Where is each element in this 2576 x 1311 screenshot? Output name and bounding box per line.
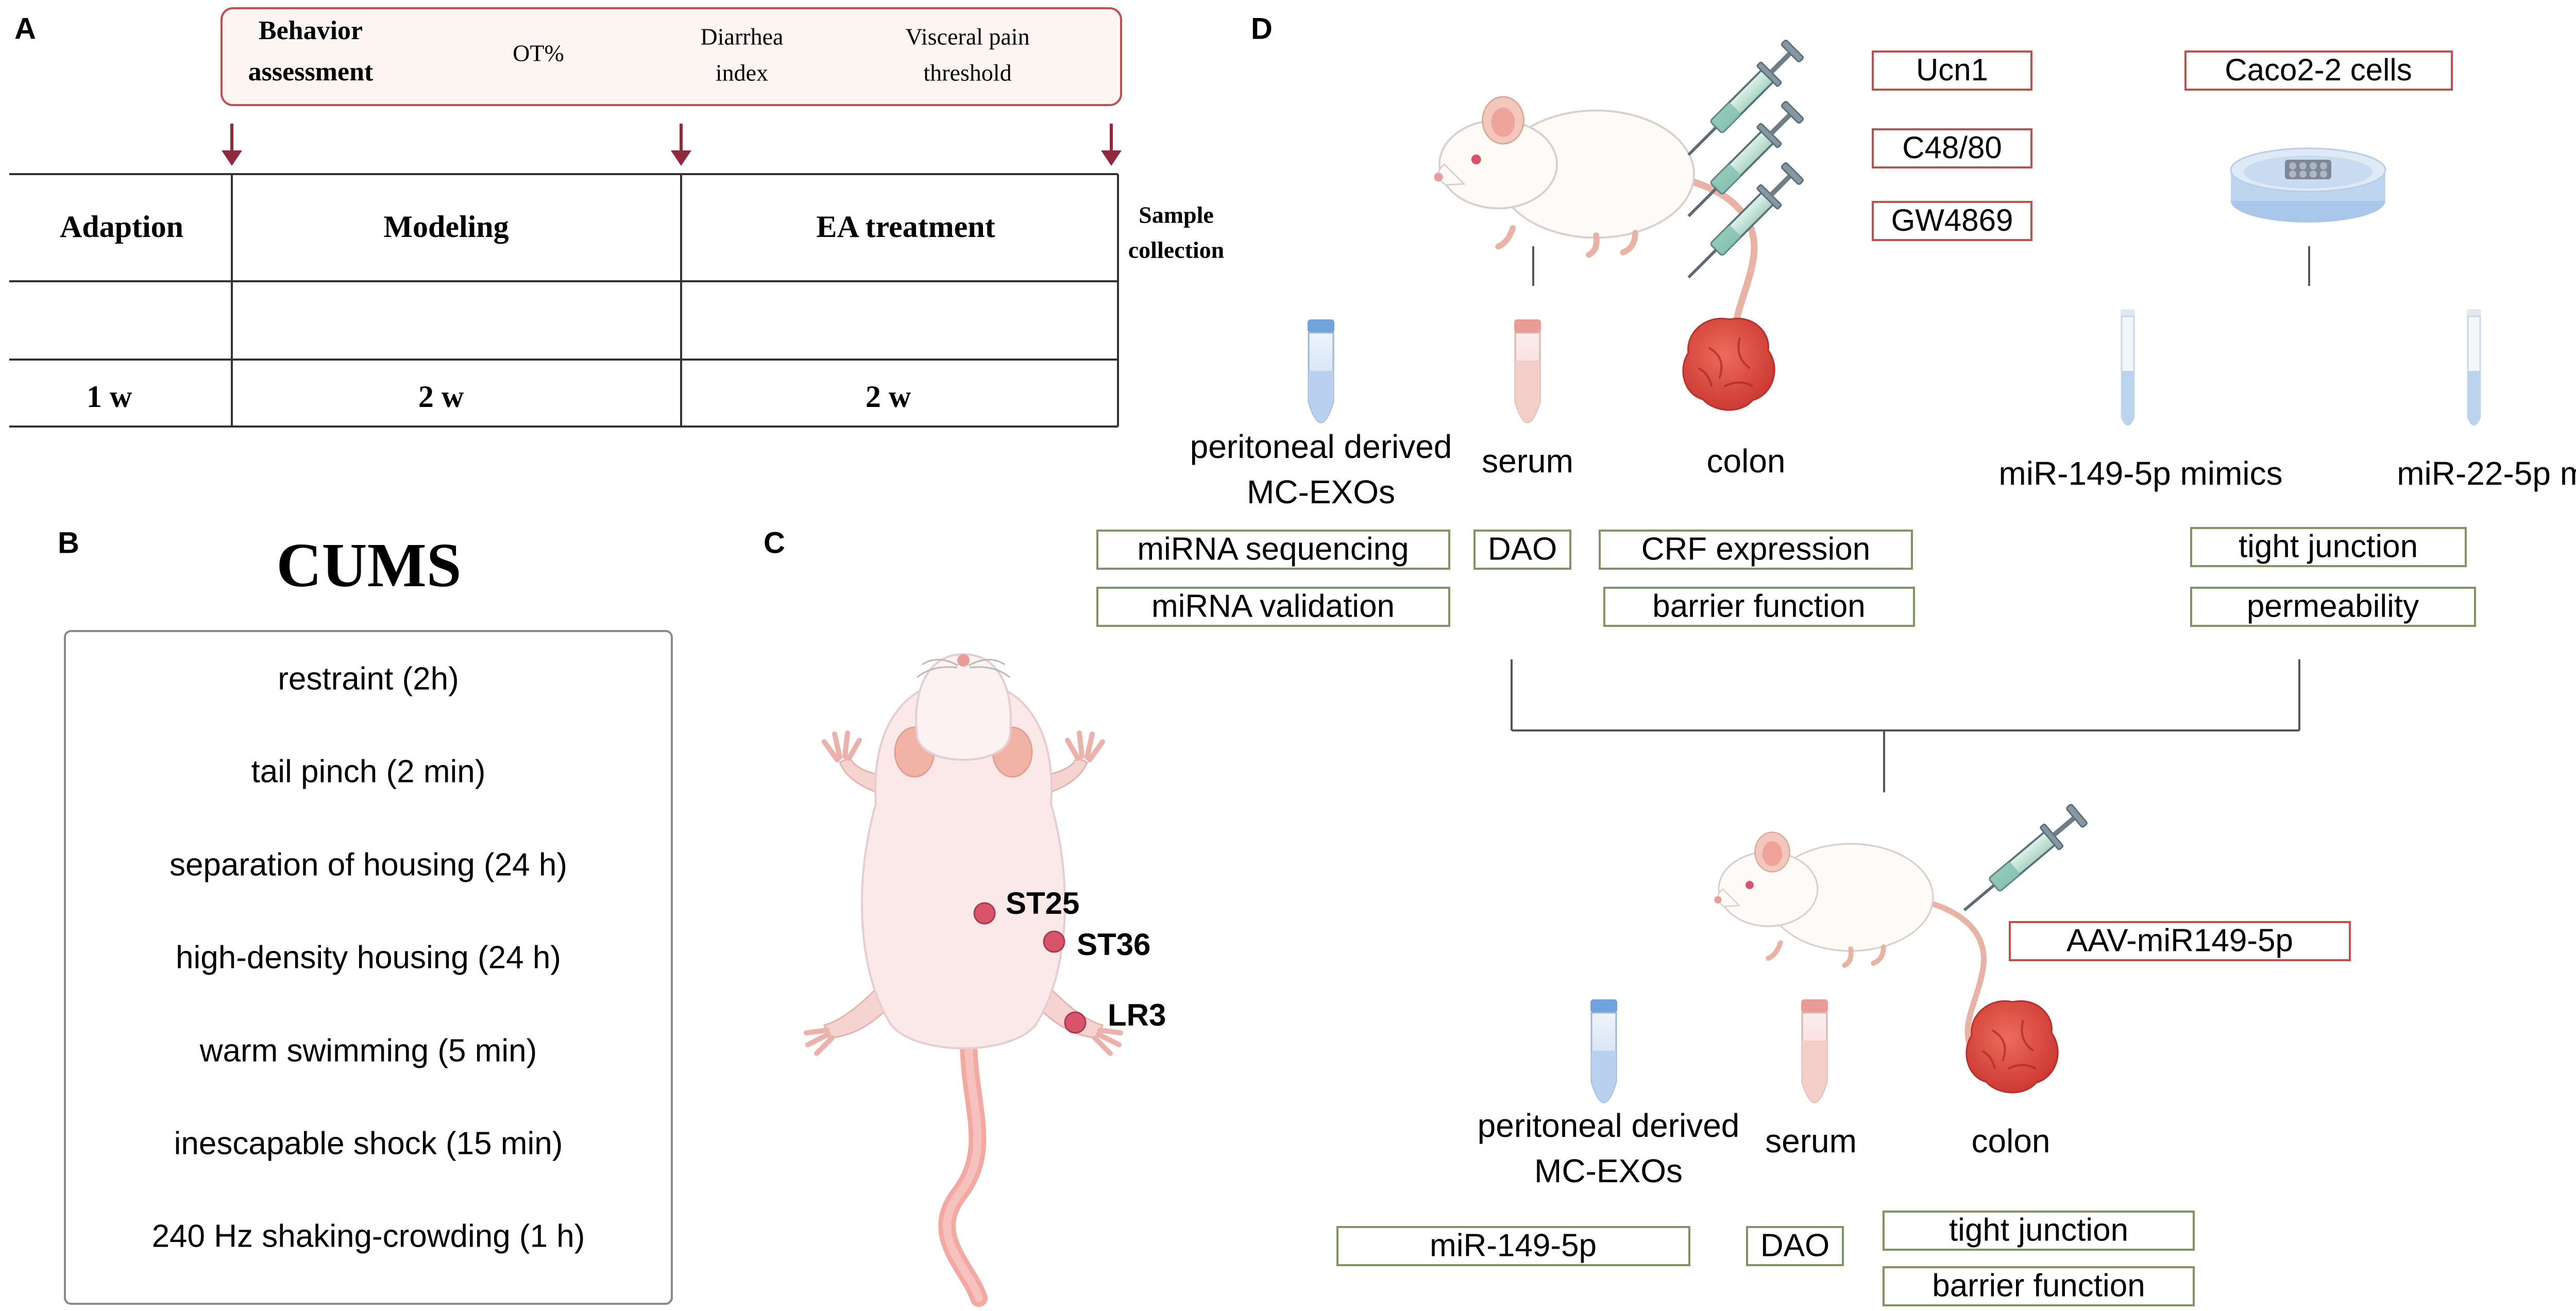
assay-box <box>1603 587 1915 627</box>
blue-tube-icon <box>1589 998 1618 1103</box>
mimic-tube-icon <box>2466 308 2482 426</box>
behavior-assessment-box <box>221 7 1122 106</box>
red-tube-icon <box>1800 998 1829 1103</box>
stressor-list-box <box>64 630 673 1305</box>
sample-exos-line-2: MC-EXOs <box>1247 473 1395 510</box>
assay-mirna-sequencing: miRNA sequencing <box>1137 531 1409 567</box>
panel-c: C <box>764 526 1166 1307</box>
assessment-diarrhea-line-1: Diarrhea <box>701 24 784 50</box>
assay-dao-bottom: DAO <box>1760 1228 1829 1263</box>
sample-mir22-mimics: miR-22-5p mimics <box>2397 455 2576 492</box>
assessment-pain-line-2: threshold <box>923 60 1011 86</box>
injection-box-ucn1 <box>1872 50 2032 91</box>
panel-label-a: A <box>14 12 36 45</box>
assessment-diarrhea-line-2: index <box>716 60 768 86</box>
assay-box <box>1096 587 1450 627</box>
timeline-arrows <box>222 124 1122 166</box>
rat-dorsal-illustration <box>804 653 1123 1307</box>
panel-a: A Behavior assessment OT% Diarrhea index… <box>9 7 1225 428</box>
sample-exos-bottom-line-2: MC-EXOs <box>1534 1152 1683 1189</box>
assessment-title-line-1: Behavior <box>259 16 363 45</box>
acupoint-st36-label: ST36 <box>1077 927 1150 962</box>
assessment-ot: OT% <box>513 40 564 66</box>
duration-ea-treatment: 2 w <box>866 380 911 414</box>
red-tube-icon <box>1513 318 1542 423</box>
injection-gw4869: GW4869 <box>1891 203 2013 237</box>
injection-box-aav <box>2009 921 2351 961</box>
panel-b: B CUMS restraint (2h) tail pinch (2 min)… <box>58 526 673 1305</box>
stressor-item: 240 Hz shaking-crowding (1 h) <box>152 1218 585 1254</box>
phase-modeling: Modeling <box>383 210 509 244</box>
syringe-icon <box>1955 803 2089 922</box>
sample-mir149-mimics: miR-149-5p mimics <box>1998 455 2282 492</box>
injection-aav-mir149: AAV-miR149-5p <box>2066 923 2293 958</box>
duration-modeling: 2 w <box>418 380 464 414</box>
stressor-item: tail pinch (2 min) <box>251 754 486 789</box>
assay-box <box>1883 1211 2195 1251</box>
injection-box-gw4869 <box>1872 201 2032 241</box>
sample-collection-line-2: collection <box>1128 237 1225 263</box>
acupoint-lr3-marker <box>1064 1011 1087 1034</box>
colon-tissue-icon <box>1682 317 1776 411</box>
assessment-pain-line-1: Visceral pain <box>905 24 1029 50</box>
sample-exos-line-1: peritoneal derived <box>1190 428 1452 465</box>
assay-box <box>1473 530 1571 570</box>
injection-box-c4880 <box>1872 128 2032 168</box>
assay-box <box>1599 530 1913 570</box>
mimic-tube-icon <box>2120 308 2136 426</box>
acupoint-lr3-label: LR3 <box>1108 998 1166 1032</box>
assay-box <box>2190 527 2467 567</box>
injection-c4880: C48/80 <box>1902 130 2002 165</box>
sample-collection-line-1: Sample <box>1139 202 1214 228</box>
panel-d: D Ucn1 C48/80 GW4869 Caco2-2 cells perit… <box>1096 12 2576 1306</box>
assay-mirna-validation: miRNA validation <box>1151 588 1395 624</box>
acupoint-st25-marker <box>973 902 996 925</box>
panel-label-b: B <box>58 526 79 559</box>
assay-box <box>1096 530 1450 570</box>
assay-dao-top: DAO <box>1488 531 1557 567</box>
stressor-item: warm swimming (5 min) <box>199 1033 537 1068</box>
assay-box <box>1746 1226 1844 1266</box>
panel-label-d: D <box>1251 12 1273 45</box>
culture-dish-icon <box>2230 147 2386 224</box>
cells-box <box>2184 50 2453 91</box>
timeline-table <box>9 173 1119 428</box>
assay-box <box>2190 587 2476 627</box>
assay-barrier-function-top: barrier function <box>1652 588 1866 624</box>
sample-colon: colon <box>1707 442 1786 480</box>
assay-mir149: miR-149-5p <box>1430 1228 1597 1263</box>
assay-box <box>1336 1226 1690 1266</box>
acupoint-st25-label: ST25 <box>1006 886 1079 921</box>
panel-label-c: C <box>764 526 785 559</box>
phase-adaption: Adaption <box>60 210 183 244</box>
assay-tight-junction-bottom: tight junction <box>1949 1212 2128 1248</box>
assay-barrier-function-bottom: barrier function <box>1932 1268 2145 1303</box>
assay-crf-expression: CRF expression <box>1641 531 1870 567</box>
stressor-item: separation of housing (24 h) <box>170 847 567 882</box>
stressor-item: high-density housing (24 h) <box>176 940 561 975</box>
cums-title: CUMS <box>276 531 461 600</box>
colon-tissue-icon <box>1965 1000 2059 1094</box>
duration-adaption: 1 w <box>87 380 132 414</box>
cells-label: Caco2-2 cells <box>2225 53 2412 87</box>
injection-ucn1: Ucn1 <box>1916 53 1988 87</box>
sample-colon-bottom: colon <box>1972 1122 2050 1160</box>
assay-tight-junction-top: tight junction <box>2239 529 2418 564</box>
rat-bottom-icon <box>1714 832 1984 1054</box>
sample-serum-bottom: serum <box>1765 1122 1857 1160</box>
assay-box <box>1883 1266 2195 1306</box>
phase-ea-treatment: EA treatment <box>816 210 995 244</box>
sample-serum: serum <box>1482 442 1573 480</box>
blue-tube-icon <box>1307 318 1335 423</box>
acupoint-st36-marker <box>1043 930 1065 953</box>
assessment-title-line-2: assessment <box>248 57 374 87</box>
stressor-item: inescapable shock (15 min) <box>174 1126 563 1161</box>
bracket-connector <box>1511 659 2300 792</box>
sample-exos-bottom-line-1: peritoneal derived <box>1478 1107 1740 1144</box>
assay-permeability: permeability <box>2247 588 2419 624</box>
stressor-item: restraint (2h) <box>278 661 459 696</box>
